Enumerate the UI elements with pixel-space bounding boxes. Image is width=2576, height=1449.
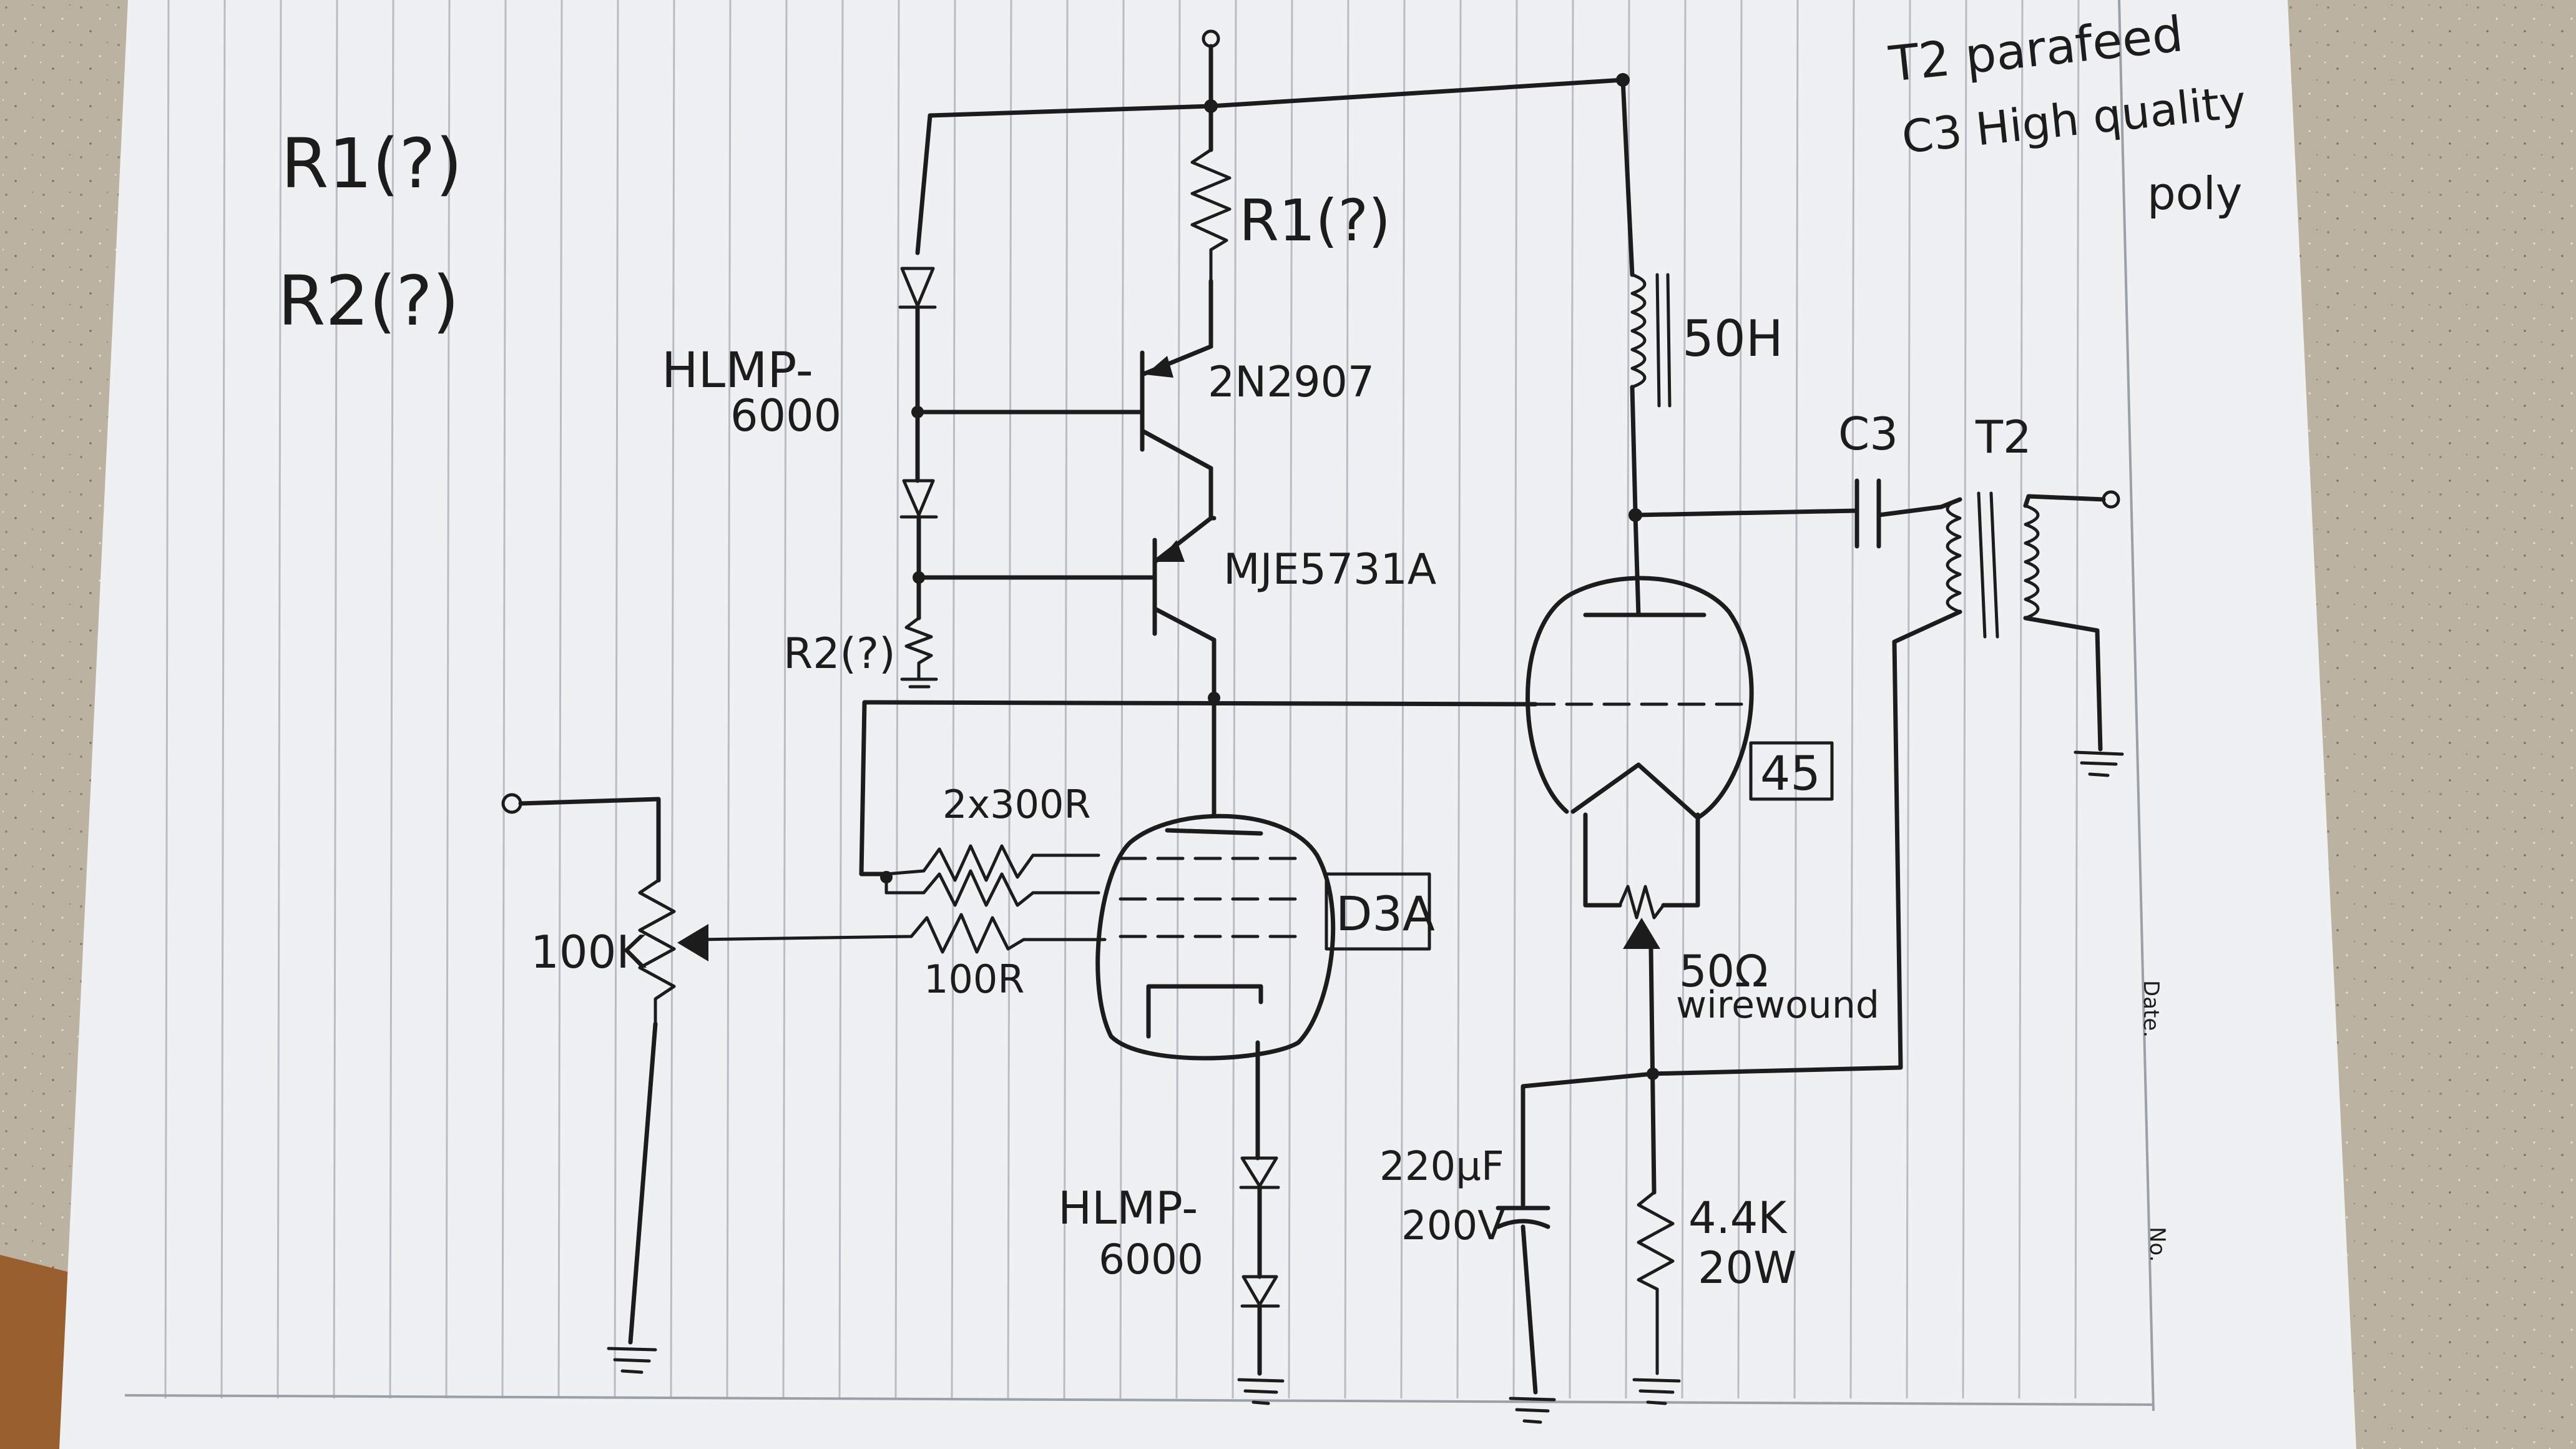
hum-pot-label-1: 50Ω (1679, 946, 1768, 997)
number-label: No. (2145, 1227, 2170, 1262)
b-plus-terminal (1202, 29, 1220, 109)
led-bottom-label-1: HLMP- (1058, 1182, 1198, 1234)
cathode-resistor (1637, 1191, 1675, 1375)
bypass-cap-label-2: 200V (1401, 1203, 1505, 1249)
poly-note: poly (2147, 167, 2242, 220)
ruled-lines (124, 0, 2155, 1412)
transformer-t2 (1946, 490, 2124, 777)
r2-label: R2(?) (783, 629, 896, 679)
tube-45-label-box (1749, 741, 1834, 801)
q1-label: 2N2907 (1208, 358, 1374, 407)
input-stopper-resistor (697, 913, 1107, 954)
bypass-capacitor (1496, 1206, 1550, 1229)
tube-45-label: 45 (1760, 745, 1821, 801)
cathode-res-label-1: 4.4K (1688, 1192, 1788, 1244)
transistor-q2 (1152, 516, 1217, 699)
choke-50h (1630, 273, 1672, 408)
c3-label: C3 (1838, 408, 1898, 460)
cathode-res-label-2: 20W (1698, 1242, 1796, 1294)
bypass-cap-label-1: 220μF (1379, 1144, 1504, 1190)
hum-pot-label-2: wirewound (1676, 983, 1879, 1027)
d3a-label: D3A (1336, 886, 1435, 941)
paper-sheet: Date. No. (59, 0, 2356, 1449)
pot-label: 100K (531, 926, 647, 978)
hum-balance-pot (1618, 885, 1665, 920)
schematic: HLMP- 6000 R2(?) R1(?) 2N2907 (501, 29, 2124, 1424)
r1-question-note: R1(?) (281, 124, 463, 204)
input-stopper-label: 100R (924, 956, 1024, 1002)
d3a-label-box (1325, 872, 1431, 951)
led-top-label-1: HLMP- (662, 343, 813, 399)
transistor-q1 (1140, 278, 1213, 502)
date-label: Date. (2138, 980, 2163, 1038)
volume-pot (607, 878, 708, 1374)
r2-question-note: R2(?) (278, 261, 459, 341)
tube-d3a (1095, 813, 1336, 1061)
input-terminal (501, 793, 661, 883)
r1-resistor (1190, 148, 1232, 283)
led-top-label-2: 6000 (730, 390, 841, 441)
q2-label: MJE5731A (1223, 545, 1436, 594)
led-bottom-label-2: 6000 (1099, 1235, 1203, 1284)
grid-stopper-resistors (884, 844, 1100, 907)
r2-resistor (904, 616, 933, 679)
grid-stopper-label: 2x300R (943, 782, 1091, 827)
choke-label: 50H (1682, 310, 1783, 368)
t2-label: T2 (1975, 411, 2032, 463)
tube-45 (1526, 576, 1754, 820)
r1-label: R1(?) (1239, 187, 1391, 254)
